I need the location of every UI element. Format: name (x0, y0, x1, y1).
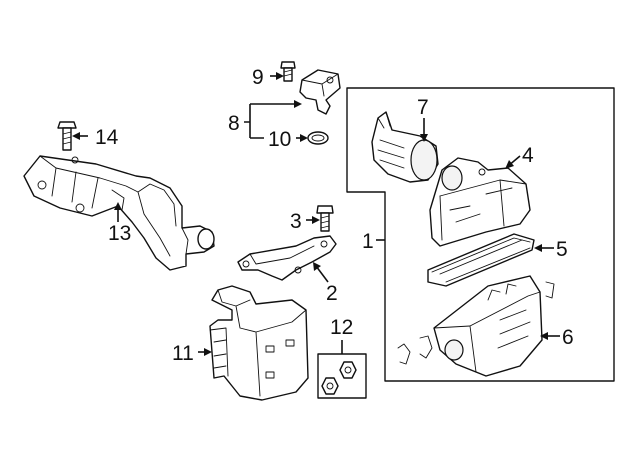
part-5-filter[interactable] (427, 233, 535, 287)
callout-4[interactable]: 4 (522, 144, 534, 167)
callout-10[interactable]: 10 (268, 128, 291, 151)
callout-3[interactable]: 3 (290, 210, 302, 233)
part-14-bolt[interactable] (57, 121, 77, 151)
part-9-screw[interactable] (280, 61, 296, 82)
callout-1[interactable]: 1 (362, 230, 374, 253)
part-6-lower-case[interactable] (397, 275, 555, 377)
callout-7[interactable]: 7 (417, 96, 429, 119)
part-11-resonator[interactable] (209, 285, 309, 401)
callout-6[interactable]: 6 (562, 326, 574, 349)
callout-11[interactable]: 11 (172, 342, 194, 365)
callout-13[interactable]: 13 (108, 222, 131, 245)
callout-12[interactable]: 12 (330, 316, 353, 339)
callout-2[interactable]: 2 (326, 282, 338, 305)
part-7-tube[interactable] (371, 111, 439, 183)
callout-8[interactable]: 8 (228, 112, 240, 135)
part-2-bracket[interactable] (237, 235, 337, 281)
part-12-nuts[interactable] (317, 353, 367, 399)
part-13-intake-duct[interactable] (23, 155, 215, 271)
part-3-bolt[interactable] (316, 205, 334, 232)
part-8-sensor[interactable] (299, 69, 341, 115)
callout-9[interactable]: 9 (252, 66, 264, 89)
part-4-upper-cover[interactable] (429, 157, 531, 247)
callout-5[interactable]: 5 (556, 238, 568, 261)
assembly-group-outline (346, 87, 615, 382)
part-10-o-ring[interactable] (307, 131, 329, 145)
callout-14[interactable]: 14 (95, 126, 119, 149)
